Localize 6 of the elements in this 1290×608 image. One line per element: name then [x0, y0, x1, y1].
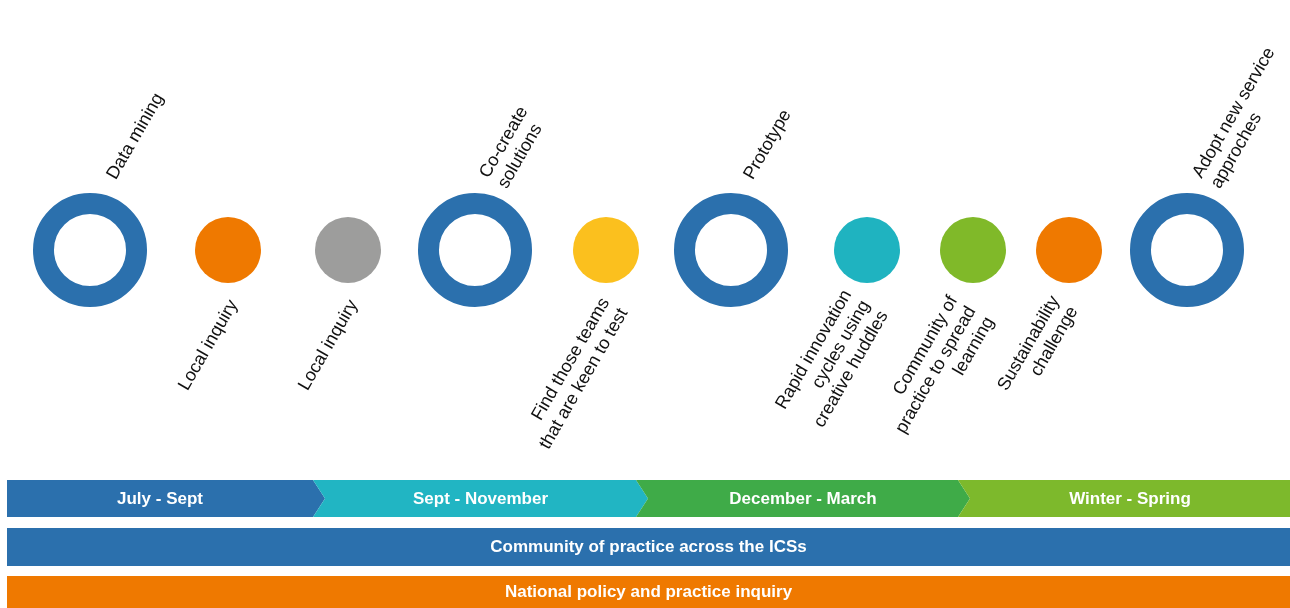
period-label: July - Sept — [117, 488, 203, 509]
period-label: Sept - November — [412, 488, 549, 509]
banner-label: Community of practice across the ICSs — [490, 537, 807, 557]
period-label: December - March — [729, 488, 877, 509]
banner-label: National policy and practice inquiry — [504, 582, 793, 602]
period-label: Winter - Spring — [1069, 488, 1191, 509]
